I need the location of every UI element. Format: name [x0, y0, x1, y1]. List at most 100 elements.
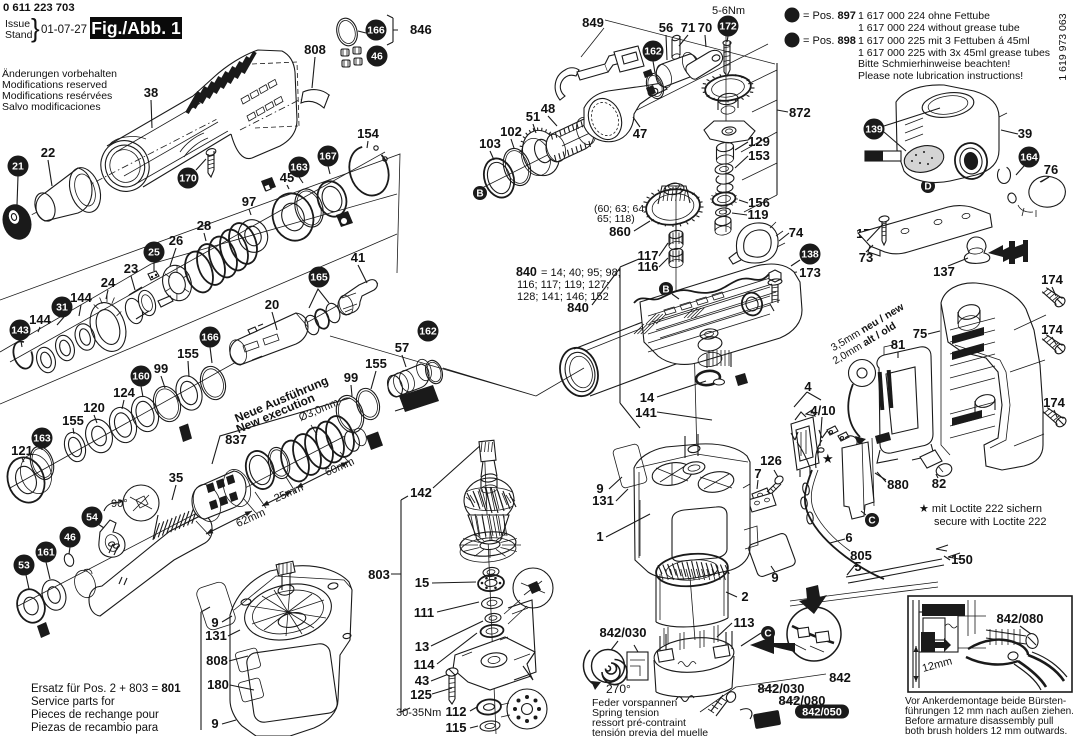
svg-text:115: 115: [446, 720, 467, 735]
svg-text:126: 126: [760, 453, 782, 468]
svg-text:270°: 270°: [606, 682, 631, 696]
svg-text:65; 118): 65; 118): [597, 213, 635, 225]
svg-text:13: 13: [415, 639, 429, 654]
svg-text:842/080: 842/080: [997, 611, 1044, 626]
svg-text:165: 165: [310, 272, 328, 284]
svg-text:161: 161: [37, 547, 55, 559]
svg-text:842/080: 842/080: [779, 693, 826, 708]
svg-text:74: 74: [789, 225, 804, 240]
svg-text:842: 842: [829, 670, 851, 685]
svg-text:120: 120: [83, 400, 105, 415]
svg-text:★: ★: [822, 451, 834, 466]
svg-text:01-07-27: 01-07-27: [41, 24, 87, 36]
svg-text:125: 125: [410, 687, 432, 702]
svg-text:102: 102: [500, 124, 522, 139]
svg-text:9: 9: [771, 570, 778, 585]
svg-text:99: 99: [344, 370, 358, 385]
svg-text:860: 860: [609, 224, 631, 239]
svg-text:160: 160: [132, 371, 150, 383]
svg-text:= 14; 40; 95; 98;: = 14; 40; 95; 98;: [541, 267, 621, 279]
svg-text:Piezas de recambio para: Piezas de recambio para: [31, 722, 159, 734]
svg-text:837: 837: [225, 432, 247, 447]
svg-text:Modifications resérvées: Modifications resérvées: [2, 90, 112, 102]
svg-text:57: 57: [395, 340, 409, 355]
svg-text:1 617 000 225 mit 3 Fettuben á: 1 617 000 225 mit 3 Fettuben á 45ml: [858, 35, 1030, 47]
svg-text:156: 156: [748, 195, 770, 210]
svg-text:153: 153: [748, 148, 770, 163]
svg-text:24: 24: [101, 275, 116, 290]
svg-text:112: 112: [446, 704, 467, 719]
svg-text:75: 75: [913, 326, 927, 341]
svg-text:Service parts for: Service parts for: [31, 696, 115, 708]
svg-text:Please note lubrication instru: Please note lubrication instructions!: [858, 70, 1023, 82]
svg-text:840: 840: [567, 300, 589, 315]
svg-text:842/030: 842/030: [600, 625, 647, 640]
svg-text:82: 82: [932, 476, 946, 491]
svg-text:76: 76: [1044, 162, 1058, 177]
svg-text:137: 137: [933, 264, 955, 279]
svg-text:103: 103: [479, 136, 501, 151]
svg-text:70: 70: [698, 20, 712, 35]
svg-text:71: 71: [681, 20, 695, 35]
svg-text:= Pos. 897: = Pos. 897: [803, 10, 856, 22]
svg-text:Ersatz für Pos. 2 + 803 = 801: Ersatz für Pos. 2 + 803 = 801: [31, 683, 181, 695]
svg-text:38: 38: [144, 85, 158, 100]
svg-text:secure with Loctite 222: secure with Loctite 222: [934, 516, 1047, 528]
svg-text:28: 28: [197, 218, 211, 233]
svg-text:B: B: [662, 285, 669, 296]
svg-text:155: 155: [62, 413, 84, 428]
svg-text:30-35Nm: 30-35Nm: [396, 707, 441, 719]
svg-text:111: 111: [414, 605, 434, 620]
svg-text:144: 144: [29, 312, 51, 327]
svg-text:142: 142: [410, 485, 432, 500]
svg-text:81: 81: [891, 337, 905, 352]
svg-text:Before armature disassembly pu: Before armature disassembly pull: [905, 716, 1053, 727]
svg-text:143: 143: [11, 325, 29, 337]
svg-text:164: 164: [1020, 152, 1038, 164]
svg-text:1: 1: [596, 529, 603, 544]
svg-text:124: 124: [113, 385, 135, 400]
svg-text:}: }: [31, 13, 40, 43]
svg-text:1 617 000 224 ohne Fettube: 1 617 000 224 ohne Fettube: [858, 10, 990, 22]
svg-text:★ mit Loctite 222 sichern: ★ mit Loctite 222 sichern: [919, 503, 1042, 515]
svg-text:tensión previa del muelle: tensión previa del muelle: [592, 727, 708, 736]
svg-text:14: 14: [640, 390, 655, 405]
svg-text:Salvo modificaciones: Salvo modificaciones: [2, 101, 101, 113]
svg-text:C: C: [764, 629, 771, 640]
svg-text:174: 174: [1041, 272, 1063, 287]
svg-text:73: 73: [859, 250, 873, 265]
svg-text:9: 9: [211, 615, 218, 630]
svg-text:Pieces de rechange pour: Pieces de rechange pour: [31, 709, 159, 721]
svg-text:0 611 223 703: 0 611 223 703: [3, 2, 75, 14]
svg-text:C: C: [868, 516, 875, 527]
svg-text:führungen 12 mm nach außen zie: führungen 12 mm nach außen ziehen.: [905, 706, 1073, 717]
svg-text:154: 154: [357, 126, 379, 141]
svg-text:= Pos. 898: = Pos. 898: [803, 35, 856, 47]
svg-text:45: 45: [280, 170, 294, 185]
svg-text:166: 166: [367, 25, 385, 37]
svg-text:20: 20: [265, 297, 279, 312]
svg-text:4: 4: [804, 379, 812, 394]
svg-text:47: 47: [633, 126, 647, 141]
svg-text:51: 51: [526, 109, 540, 124]
svg-text:840: 840: [516, 265, 537, 279]
svg-text:162: 162: [419, 326, 437, 338]
svg-text:150: 150: [951, 552, 973, 567]
svg-text:872: 872: [789, 105, 811, 120]
svg-text:46: 46: [371, 51, 383, 63]
svg-text:9: 9: [211, 716, 218, 731]
svg-text:808: 808: [304, 42, 326, 57]
svg-text:1 617 000 225 with 3x 45ml gre: 1 617 000 225 with 3x 45ml grease tubes: [858, 47, 1050, 59]
svg-text:6: 6: [845, 530, 852, 545]
svg-text:139: 139: [865, 124, 883, 136]
svg-text:846: 846: [410, 22, 432, 37]
svg-text:54: 54: [86, 512, 98, 524]
svg-text:Änderungen vorbehalten: Änderungen vorbehalten: [2, 68, 117, 80]
svg-text:Feder vorspannen: Feder vorspannen: [592, 697, 677, 709]
svg-text:46: 46: [64, 532, 76, 544]
svg-text:4/10: 4/10: [810, 403, 835, 418]
svg-text:172: 172: [719, 21, 737, 33]
svg-text:174: 174: [1043, 395, 1065, 410]
svg-text:163: 163: [33, 433, 51, 445]
svg-text:119: 119: [748, 207, 769, 222]
